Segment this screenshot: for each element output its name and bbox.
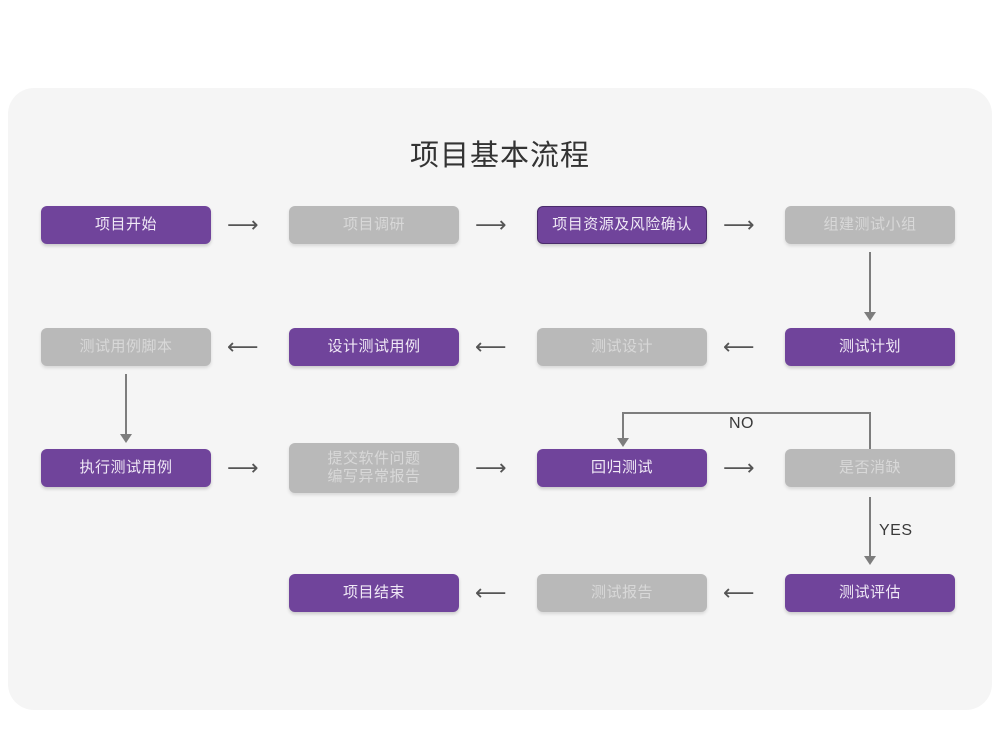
arrow-left-icon: ⟵ xyxy=(227,334,259,359)
node-label: 项目结束 xyxy=(342,584,405,602)
page-title: 项目基本流程 xyxy=(409,140,590,172)
node-test-report[interactable]: 测试报告 xyxy=(537,574,707,612)
arrow-right-icon: ⟶ xyxy=(475,455,507,480)
node-label: 测试报告 xyxy=(590,584,653,602)
arrow-right-icon: ⟶ xyxy=(475,212,507,237)
arrow-left-icon: ⟵ xyxy=(723,580,755,605)
connector-line xyxy=(125,374,127,436)
arrow-head-down-icon xyxy=(864,312,876,321)
connector-line xyxy=(622,412,871,414)
node-submit-issue-report[interactable]: 提交软件问题 编写异常报告 xyxy=(289,443,459,493)
arrow-right-icon: ⟶ xyxy=(723,212,755,237)
node-label: 项目开始 xyxy=(94,216,157,234)
node-label: 项目资源及风险确认 xyxy=(552,216,692,234)
node-label: 组建测试小组 xyxy=(823,216,917,234)
arrow-left-icon: ⟵ xyxy=(475,334,507,359)
branch-label-yes: YES xyxy=(879,522,913,539)
arrow-left-icon: ⟵ xyxy=(475,580,507,605)
arrow-right-icon: ⟶ xyxy=(227,212,259,237)
node-project-start[interactable]: 项目开始 xyxy=(41,206,211,244)
node-label: 测试计划 xyxy=(838,338,901,356)
node-project-research[interactable]: 项目调研 xyxy=(289,206,459,244)
arrow-right-icon: ⟶ xyxy=(723,455,755,480)
node-build-test-team[interactable]: 组建测试小组 xyxy=(785,206,955,244)
node-resource-risk-confirm[interactable]: 项目资源及风险确认 xyxy=(537,206,707,244)
node-project-end[interactable]: 项目结束 xyxy=(289,574,459,612)
node-label: 执行测试用例 xyxy=(79,459,173,477)
arrow-right-icon: ⟶ xyxy=(227,455,259,480)
branch-label-no: NO xyxy=(729,415,754,432)
arrow-head-down-icon xyxy=(864,556,876,565)
connector-line xyxy=(869,252,871,314)
arrow-left-icon: ⟵ xyxy=(723,334,755,359)
node-label: 设计测试用例 xyxy=(327,338,421,356)
arrow-head-down-icon xyxy=(617,438,629,447)
node-label: 回归测试 xyxy=(590,459,653,477)
node-execute-test-cases[interactable]: 执行测试用例 xyxy=(41,449,211,487)
node-defect-resolved[interactable]: 是否消缺 xyxy=(785,449,955,487)
arrow-head-down-icon xyxy=(120,434,132,443)
node-label: 是否消缺 xyxy=(838,459,901,477)
connector-line xyxy=(622,412,624,440)
node-label: 测试用例脚本 xyxy=(79,338,173,356)
connector-line xyxy=(869,412,871,450)
node-label: 项目调研 xyxy=(342,216,405,234)
node-label: 测试评估 xyxy=(838,584,901,602)
node-design-test-cases[interactable]: 设计测试用例 xyxy=(289,328,459,366)
diagram-card xyxy=(8,88,992,710)
node-test-case-script[interactable]: 测试用例脚本 xyxy=(41,328,211,366)
node-test-plan[interactable]: 测试计划 xyxy=(785,328,955,366)
node-label: 测试设计 xyxy=(590,338,653,356)
node-regression-test[interactable]: 回归测试 xyxy=(537,449,707,487)
connector-line xyxy=(869,497,871,558)
node-label: 提交软件问题 编写异常报告 xyxy=(327,450,421,485)
node-test-evaluation[interactable]: 测试评估 xyxy=(785,574,955,612)
node-test-design[interactable]: 测试设计 xyxy=(537,328,707,366)
